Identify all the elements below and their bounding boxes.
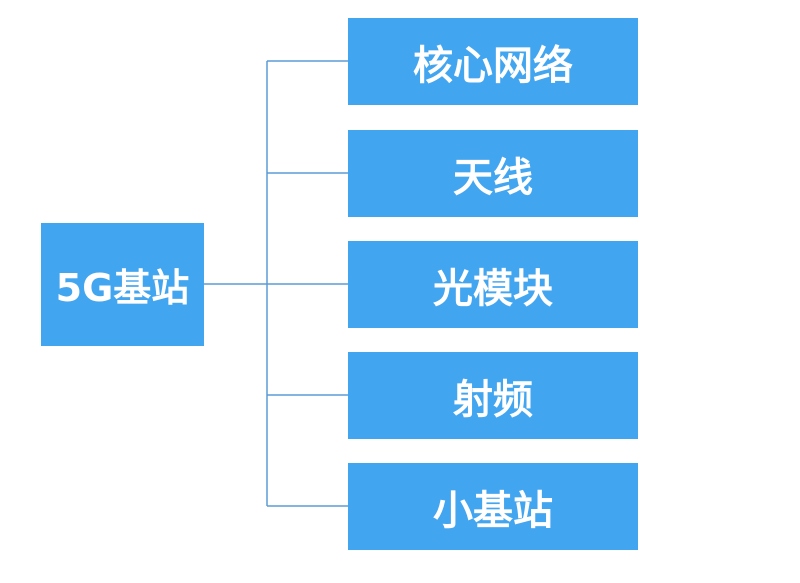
root-node-label: 5G基站 xyxy=(55,266,190,310)
child-node-radio-frequency: 射频 xyxy=(348,352,638,439)
child-node-antenna: 天线 xyxy=(348,130,638,217)
child-node-label: 核心网络 xyxy=(413,42,573,89)
child-node-label: 光模块 xyxy=(433,265,553,312)
child-node-core-network: 核心网络 xyxy=(348,18,638,105)
child-node-label: 射频 xyxy=(453,376,533,423)
child-node-small-cell: 小基站 xyxy=(348,463,638,550)
child-node-label: 小基站 xyxy=(433,487,553,534)
root-node: 5G基站 xyxy=(41,223,204,346)
child-node-optical-module: 光模块 xyxy=(348,241,638,328)
child-node-label: 天线 xyxy=(453,154,533,201)
